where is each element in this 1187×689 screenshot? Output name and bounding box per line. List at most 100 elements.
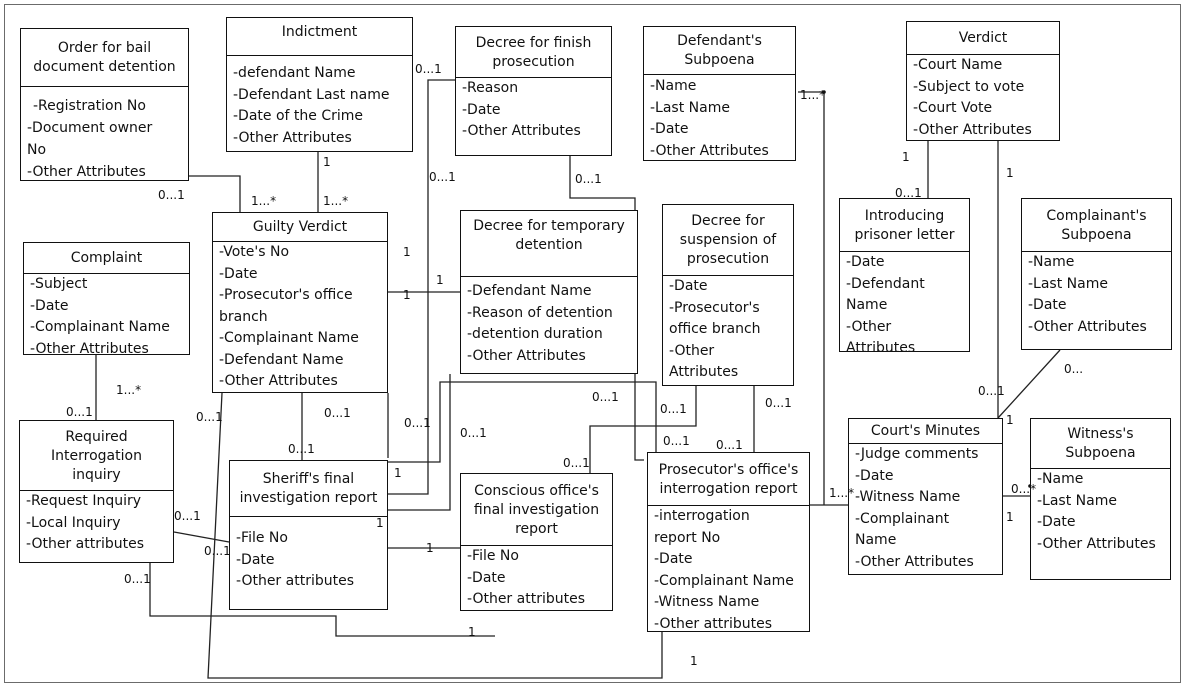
attribute-list: -Name -Last Name -Date -Other Attributes: [1022, 252, 1171, 338]
attribute: -Name: [650, 78, 697, 94]
attribute: -Date: [219, 265, 258, 282]
attribute: Attributes: [846, 340, 916, 352]
title-line: Interrogation: [51, 447, 142, 464]
multiplicity-label: 1: [426, 541, 434, 555]
title-line: Prosecutor's office's: [658, 461, 799, 478]
attribute-list: -Court Name -Subject to vote -Court Vote…: [907, 55, 1059, 140]
multiplicity-label: 1: [394, 466, 402, 480]
multiplicity-label: 1...*: [800, 88, 826, 102]
attribute: -Subject to vote: [913, 78, 1025, 95]
class-required-interrogation-inquiry: Required Interrogation inquiry -Request …: [19, 420, 174, 563]
multiplicity-label: 0...1: [575, 172, 602, 186]
class-title: Introducing prisoner letter: [840, 199, 969, 252]
attribute: -Registration No: [33, 98, 146, 114]
attribute: Name: [855, 532, 897, 548]
multiplicity-label: 0...1: [660, 402, 687, 416]
title-line: interrogation report: [659, 480, 798, 497]
multiplicity-label: 0...1: [124, 572, 151, 586]
attribute-list: -Subject -Date -Complainant Name -Other …: [24, 274, 189, 354]
attribute: office branch: [669, 321, 761, 337]
title-line: Sheriff's final: [262, 471, 355, 487]
class-guilty-verdict: Guilty Verdict -Vote's No -Date -Prosecu…: [212, 212, 388, 393]
title-line: Decree for temporary: [473, 218, 625, 234]
multiplicity-label: 0...1: [158, 188, 185, 202]
multiplicity-label: 0...*: [1011, 482, 1037, 496]
title-line: Introducing: [864, 207, 945, 224]
title-line: Court's Minutes: [870, 422, 981, 439]
title-line: investigation report: [239, 490, 378, 506]
attribute: -Reason of detention: [467, 304, 613, 321]
attribute: -interrogation: [654, 508, 750, 524]
attribute-list: -Defendant Name -Reason of detention -de…: [461, 277, 637, 367]
multiplicity-label: 1: [1006, 166, 1014, 180]
title-line: Witness's: [1067, 426, 1134, 442]
attribute-list: -interrogation report No -Date -Complain…: [648, 506, 809, 631]
attribute-list: -Name -Last Name -Date -Other Attributes: [644, 75, 795, 160]
attribute: report No: [654, 529, 721, 546]
title-line: prosecution: [492, 53, 575, 70]
class-court-minutes: Court's Minutes -Judge comments -Date -W…: [848, 418, 1003, 575]
class-title: Decree for suspension of prosecution: [663, 205, 793, 276]
multiplicity-label: 0...1: [765, 396, 792, 410]
class-sheriff-final-report: Sheriff's final investigation report -Fi…: [229, 460, 388, 610]
multiplicity-label: 0...1: [66, 405, 93, 419]
attribute: -Other attributes: [26, 536, 145, 552]
attribute: -Date: [654, 551, 693, 567]
multiplicity-label: 1: [376, 516, 384, 530]
attribute-list: -Registration No -Document owner No -Oth…: [21, 87, 188, 180]
attribute: -Other Attributes: [1028, 318, 1147, 335]
multiplicity-label: 1: [690, 654, 698, 668]
attribute: -Complainant Name: [30, 319, 170, 335]
class-title: Required Interrogation inquiry: [20, 421, 173, 491]
multiplicity-label: 0...1: [460, 426, 487, 440]
multiplicity-label: 0...1: [174, 509, 201, 523]
attribute: -Subject: [30, 276, 88, 292]
title-line: Required: [65, 428, 128, 445]
class-title: Decree for temporary detention: [461, 211, 637, 277]
class-title: Conscious office's final investigation r…: [461, 474, 612, 546]
attribute: -Vote's No: [219, 244, 290, 260]
attribute: Name: [846, 297, 888, 313]
attribute: -Last Name: [1037, 492, 1117, 509]
attribute: -Court Name: [913, 57, 1003, 73]
multiplicity-label: 1: [436, 273, 444, 287]
attribute: -Last Name: [1028, 275, 1108, 292]
multiplicity-label: 0...1: [716, 438, 743, 452]
assoc-guilty-prosecutor-loop: [207, 392, 663, 679]
assoc-bail-guilty: [182, 175, 241, 212]
assoc-sheriff-prosecutor: [388, 381, 657, 463]
attribute-list: -Judge comments -Date -Witness Name -Com…: [849, 444, 1002, 573]
attribute: -Date: [846, 254, 885, 270]
title-line: Conscious office's: [474, 482, 599, 499]
title-line: Decree for: [691, 213, 765, 229]
attribute: -Court Vote: [913, 100, 993, 116]
attribute: -Date: [855, 467, 894, 484]
attribute-list: -Reason -Date -Other Attributes: [456, 78, 611, 143]
attribute: -Name: [1028, 254, 1075, 270]
class-decree-temporary-detention: Decree for temporary detention -Defendan…: [460, 210, 638, 374]
class-complaint: Complaint -Subject -Date -Complainant Na…: [23, 242, 190, 355]
attribute: -Request Inquiry: [26, 493, 142, 509]
multiplicity-label: 0...1: [895, 186, 922, 200]
class-title: Decree for finish prosecution: [456, 27, 611, 78]
attribute-list: -Date -Defendant Name -Other Attributes: [840, 252, 969, 352]
title-line: Verdict: [958, 30, 1008, 46]
class-decree-finish: Decree for finish prosecution -Reason -D…: [455, 26, 612, 156]
class-conscious-office-report: Conscious office's final investigation r…: [460, 473, 613, 611]
multiplicity-label: 0...1: [592, 390, 619, 404]
attribute: -Complainant Name: [219, 330, 359, 346]
attribute: -Date: [1028, 297, 1067, 313]
title-line: report: [515, 520, 558, 537]
class-verdict: Verdict -Court Name -Subject to vote -Co…: [906, 21, 1060, 141]
class-indictment: Indictment -defendant Name -Defendant La…: [226, 17, 413, 152]
multiplicity-label: 0...1: [324, 406, 351, 420]
attribute: -Judge comments: [855, 446, 979, 462]
title-line: Decree for finish: [475, 34, 592, 51]
assoc-complainant-minutes: [997, 349, 1061, 419]
assoc-sheriff-finish: [388, 79, 455, 495]
multiplicity-label: 0...1: [404, 416, 431, 430]
attribute: -Date: [1037, 514, 1076, 530]
attribute: -detention duration: [467, 326, 603, 342]
attribute: -Date of the Crime: [233, 108, 364, 124]
multiplicity-label: 0...1: [415, 62, 442, 76]
